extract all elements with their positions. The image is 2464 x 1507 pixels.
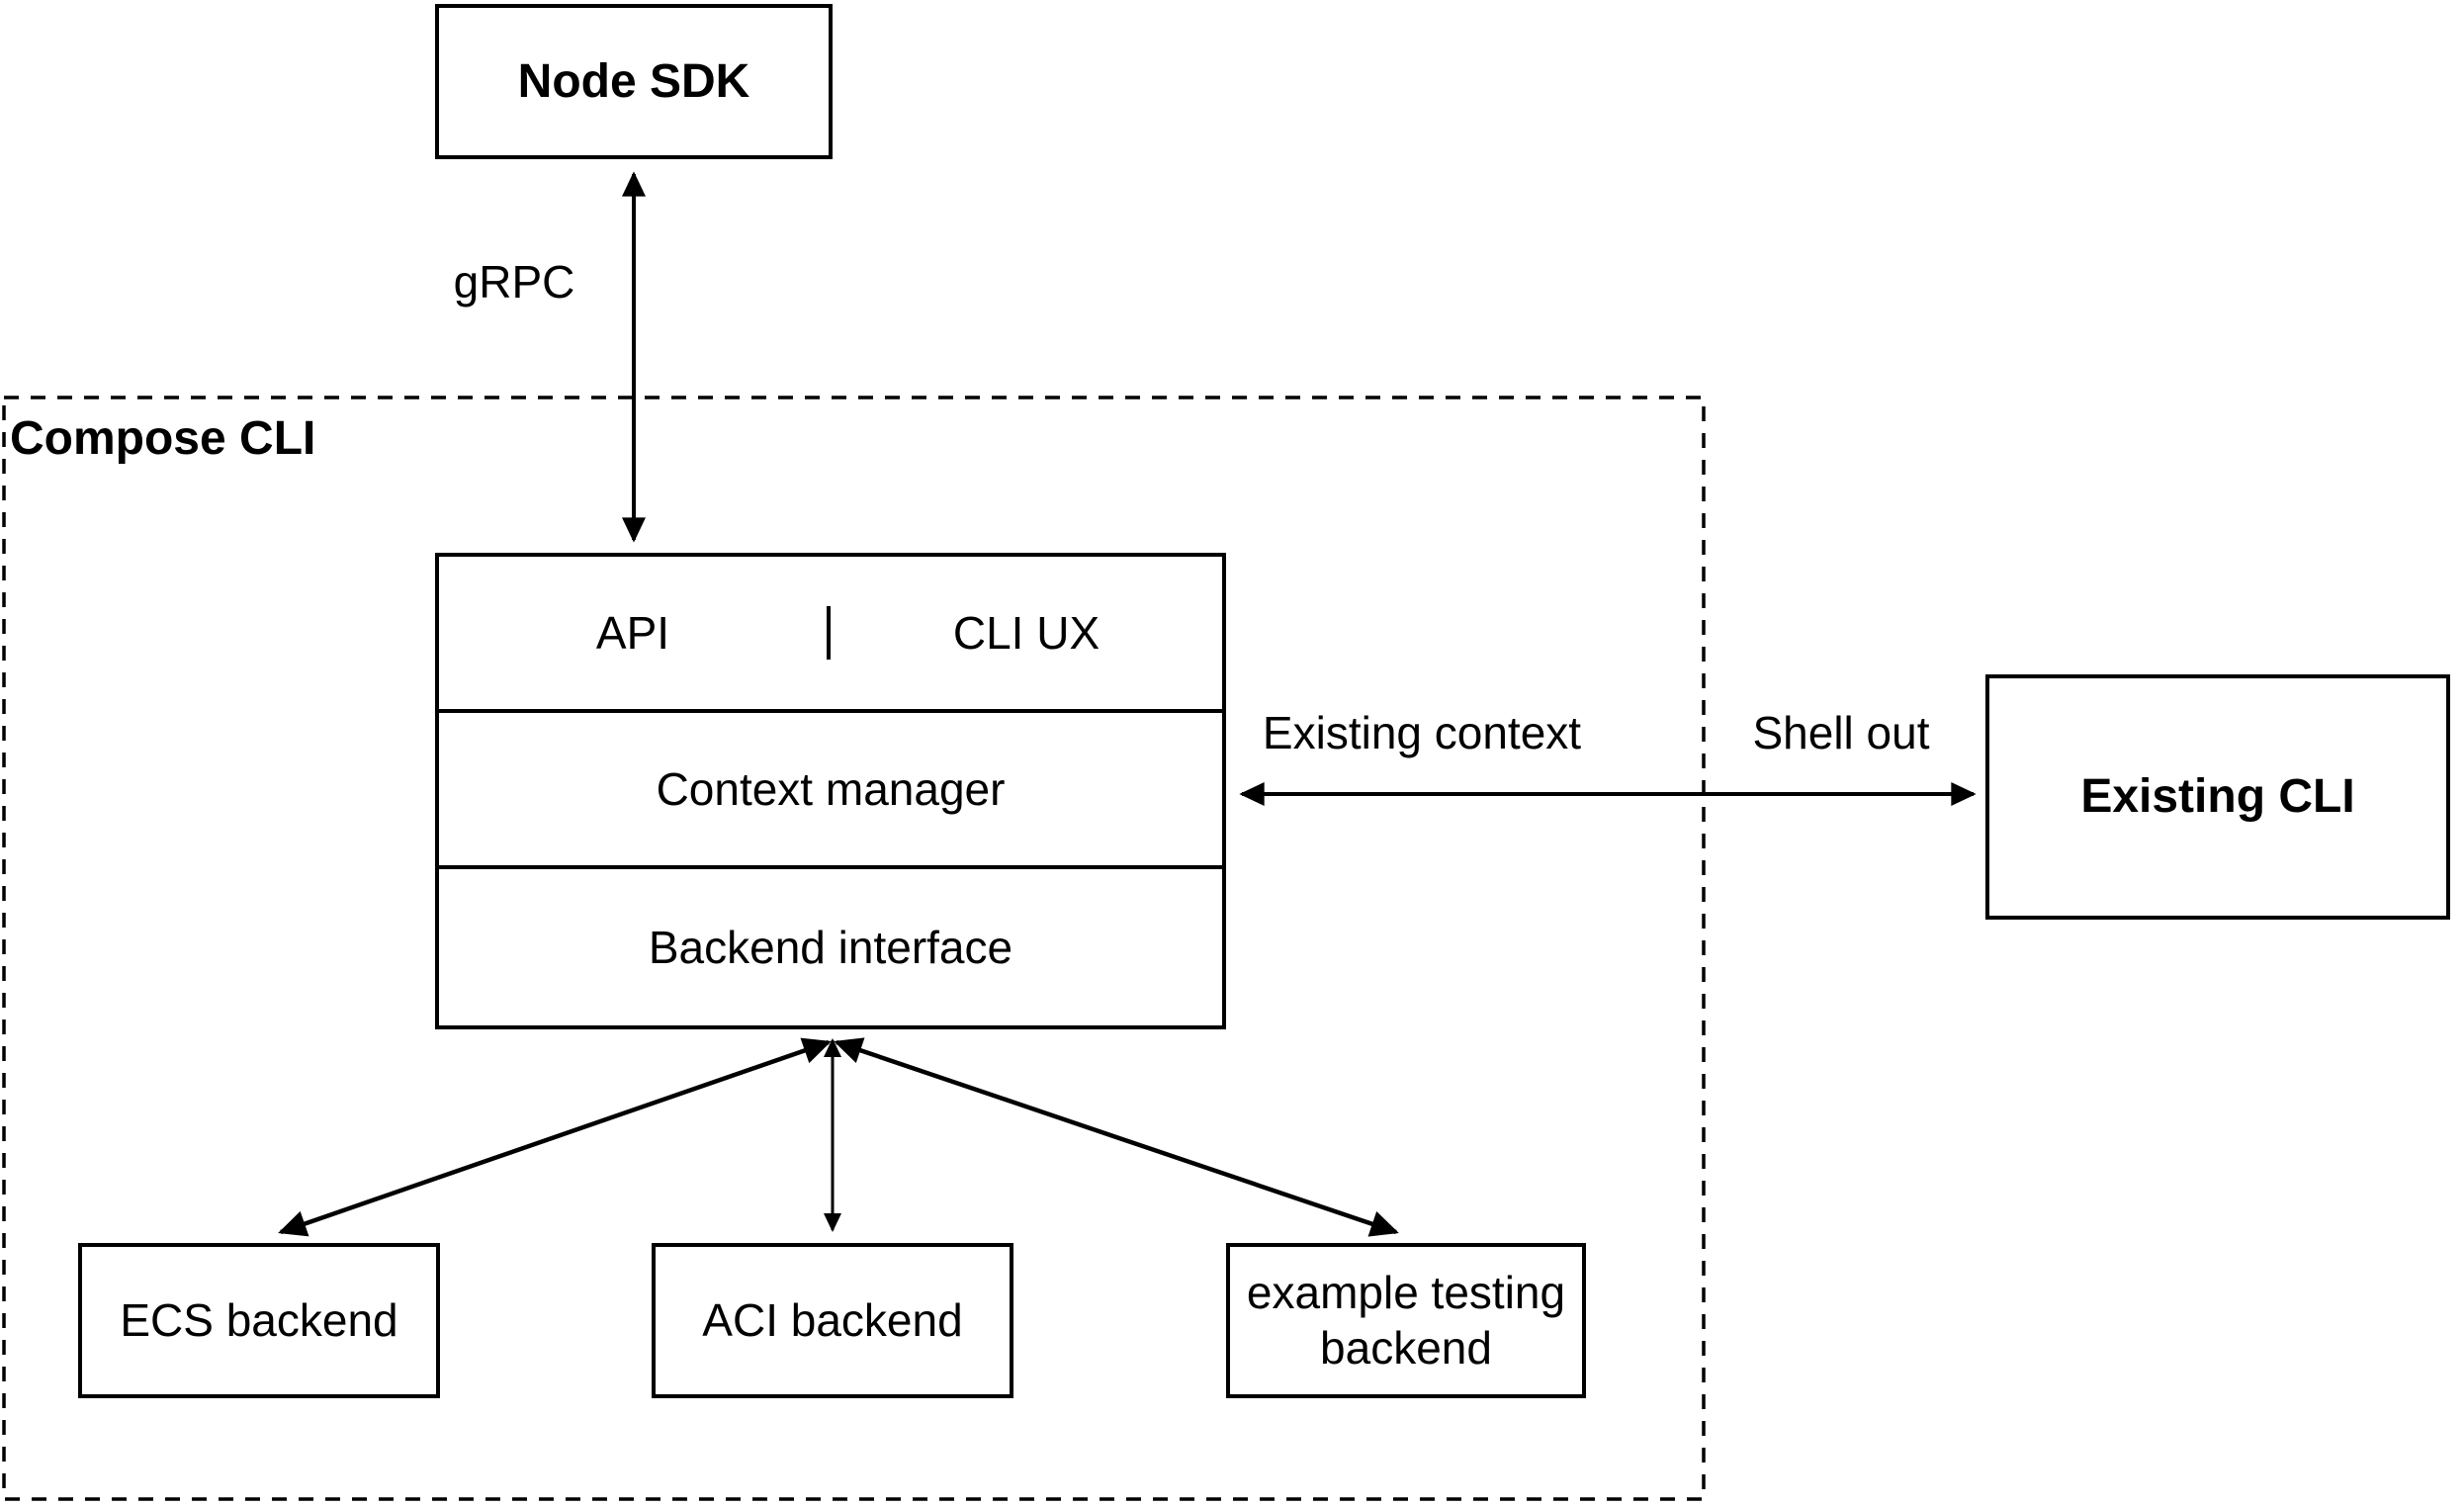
existing-cli-label: Existing CLI [2080, 770, 2355, 824]
example-testing-backend-box: example testing backend [1226, 1243, 1586, 1398]
ecs-backend-label: ECS backend [120, 1293, 398, 1346]
api-box: API [439, 606, 831, 660]
compose-cli-container-border [2, 396, 1706, 1501]
existing-context-edge-label: Existing context [1262, 707, 1582, 758]
aci-backend-box: ACI backend [652, 1243, 1013, 1398]
example-backend-arrow [834, 1037, 1399, 1237]
node-sdk-label: Node SDK [517, 54, 750, 108]
existing-cli-box: Existing CLI [1985, 674, 2450, 920]
grpc-edge-label: gRPC [453, 256, 575, 308]
node-sdk-box: Node SDK [435, 4, 833, 159]
cli-ux-box: CLI UX [831, 606, 1222, 660]
cli-ux-label: CLI UX [952, 607, 1100, 659]
context-manager-box: Context manager [439, 713, 1222, 869]
ecs-backend-arrow [278, 1037, 832, 1237]
compose-cli-stack-box: API CLI UX Context manager Backend inter… [435, 553, 1226, 1029]
context-manager-label: Context manager [656, 763, 1006, 815]
stack-top-row: API CLI UX [439, 557, 1222, 713]
backend-interface-label: Backend interface [648, 922, 1013, 973]
backend-interface-box: Backend interface [439, 869, 1222, 1025]
api-label: API [595, 607, 670, 659]
shell-out-edge-label: Shell out [1752, 707, 1930, 758]
example-testing-backend-label: example testing backend [1246, 1267, 1566, 1374]
aci-backend-label: ACI backend [702, 1293, 963, 1346]
compose-cli-container-label: Compose CLI [10, 412, 316, 465]
ecs-backend-box: ECS backend [78, 1243, 440, 1398]
